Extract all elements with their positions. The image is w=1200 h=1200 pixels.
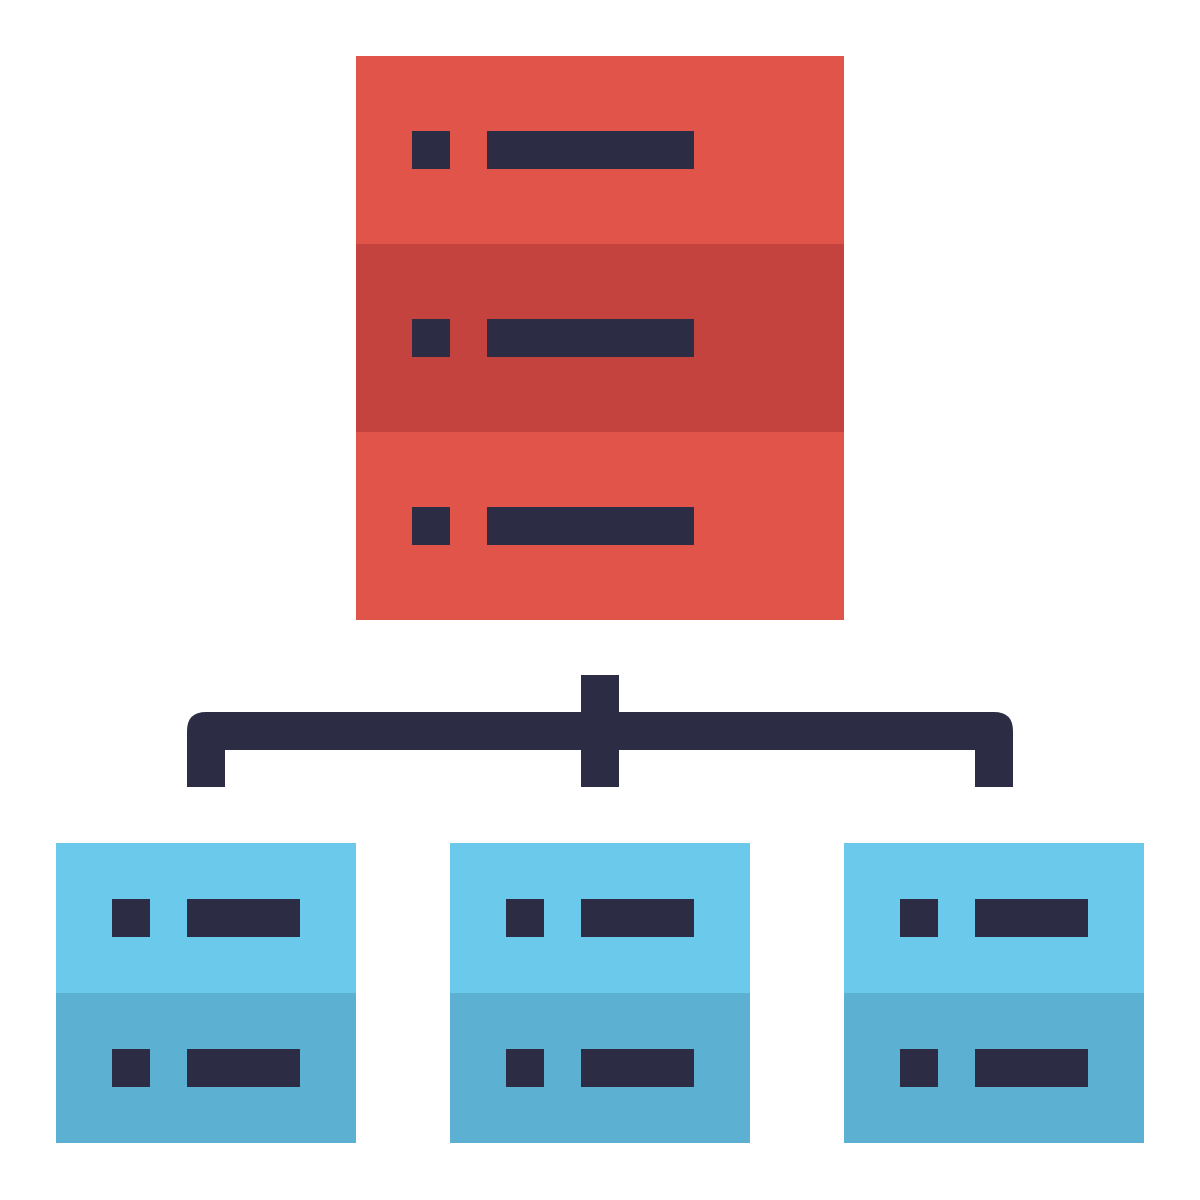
status-light-icon: [506, 899, 544, 937]
status-light-icon: [412, 319, 450, 357]
child-server-right-unit-2: [844, 993, 1144, 1143]
status-light-icon: [506, 1049, 544, 1087]
main-server: [356, 56, 844, 620]
drive-slot-icon: [975, 1049, 1088, 1087]
status-light-icon: [900, 1049, 938, 1087]
status-light-icon: [412, 507, 450, 545]
main-server-unit-1: [356, 56, 844, 244]
main-server-unit-3: [356, 432, 844, 620]
drive-slot-icon: [581, 899, 694, 937]
drive-slot-icon: [187, 899, 300, 937]
connector: [187, 675, 1013, 787]
child-server-left-unit-2: [56, 993, 356, 1143]
drive-slot-icon: [487, 319, 694, 357]
child-servers: [56, 843, 1144, 1143]
child-server-left: [56, 843, 356, 1143]
drive-slot-icon: [487, 507, 694, 545]
child-server-right: [844, 843, 1144, 1143]
status-light-icon: [900, 899, 938, 937]
child-server-center: [450, 843, 750, 1143]
connector-bracket: [187, 712, 1013, 787]
drive-slot-icon: [187, 1049, 300, 1087]
drive-slot-icon: [581, 1049, 694, 1087]
main-server-unit-2: [356, 244, 844, 432]
child-server-left-unit-1: [56, 843, 356, 993]
drive-slot-icon: [487, 131, 694, 169]
drive-slot-icon: [975, 899, 1088, 937]
child-server-right-unit-1: [844, 843, 1144, 993]
child-server-center-unit-2: [450, 993, 750, 1143]
status-light-icon: [112, 1049, 150, 1087]
child-server-center-unit-1: [450, 843, 750, 993]
status-light-icon: [412, 131, 450, 169]
status-light-icon: [112, 899, 150, 937]
